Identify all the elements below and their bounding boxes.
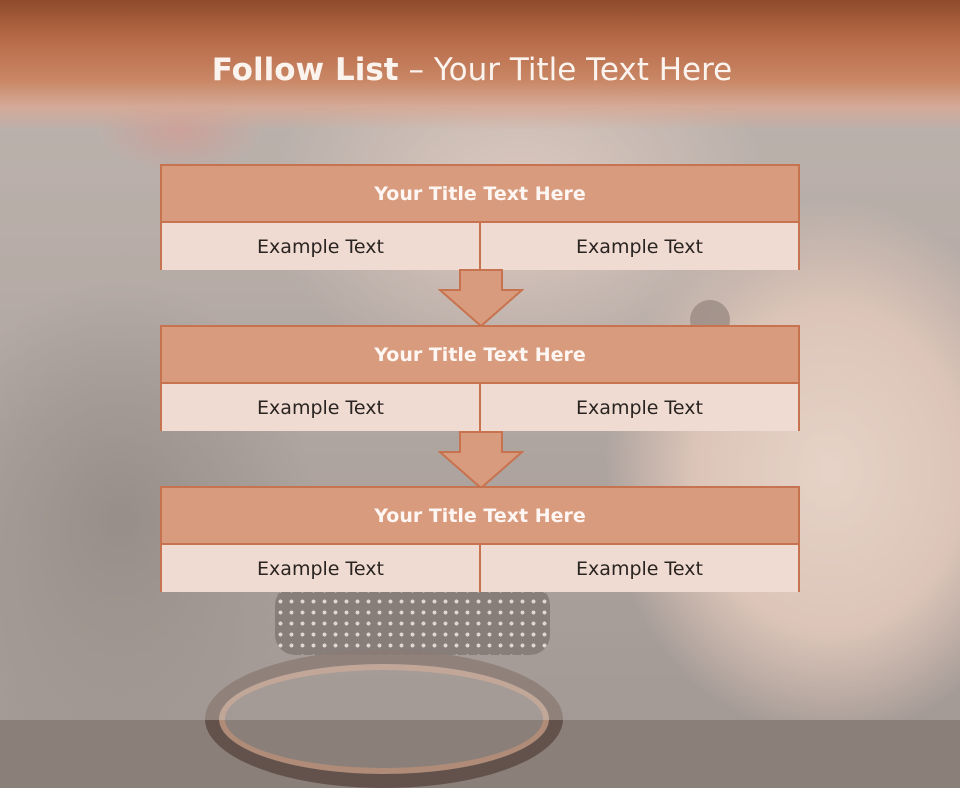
down-arrow-icon bbox=[438, 431, 524, 490]
flow-step-3: Your Title Text Here Example Text Exampl… bbox=[160, 486, 800, 592]
slide-title: Follow List – Your Title Text Here bbox=[0, 52, 944, 88]
flow-step-3-left-cell: Example Text bbox=[162, 545, 481, 592]
flow-step-1-left-cell: Example Text bbox=[162, 223, 481, 270]
beaded-bracelet-decoration bbox=[275, 585, 550, 655]
flow-step-3-title: Your Title Text Here bbox=[162, 488, 798, 545]
flow-step-2-title: Your Title Text Here bbox=[162, 327, 798, 384]
flow-step-2: Your Title Text Here Example Text Exampl… bbox=[160, 325, 800, 431]
title-bar bbox=[0, 0, 960, 130]
flow-step-3-right-cell: Example Text bbox=[481, 545, 798, 592]
flow-step-1-title: Your Title Text Here bbox=[162, 166, 798, 223]
flow-step-1-right-cell: Example Text bbox=[481, 223, 798, 270]
down-arrow-icon bbox=[438, 269, 524, 328]
flow-step-2-right-cell: Example Text bbox=[481, 384, 798, 431]
slide-title-rest: – Your Title Text Here bbox=[398, 52, 733, 88]
flow-step-2-left-cell: Example Text bbox=[162, 384, 481, 431]
slide-title-bold: Follow List bbox=[211, 52, 399, 88]
flow-step-1: Your Title Text Here Example Text Exampl… bbox=[160, 164, 800, 270]
